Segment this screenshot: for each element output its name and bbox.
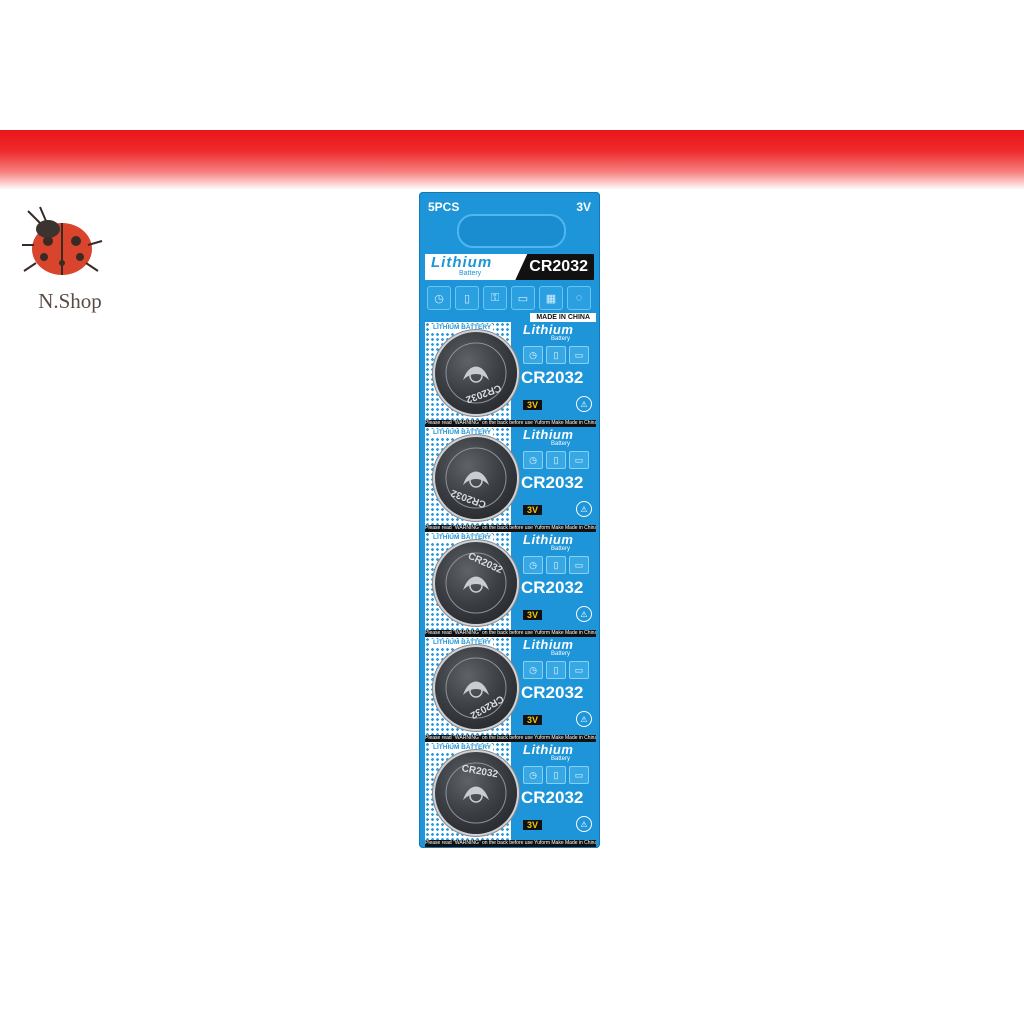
- header-red-band: [0, 130, 1024, 190]
- coin-emblem-icon: [445, 552, 507, 614]
- cell-voltage: 3V: [523, 610, 543, 620]
- battery-cell: LITHIUM BATTERY CR2032 Lithium Battery ◷…: [425, 742, 596, 847]
- laptop-icon: ▭: [511, 286, 535, 310]
- cell-model: CR2032: [521, 473, 584, 492]
- cell-device-icons: ◷ ▯ ▭: [523, 556, 589, 574]
- cell-brand-sub: Battery: [551, 441, 571, 447]
- cell-voltage: 3V: [523, 505, 543, 515]
- coin-battery: CR2032: [435, 542, 517, 624]
- card-header: 5PCS 3V Lithium Battery CR2032 ◷ ▯ ⚿ ▭ ▦…: [419, 192, 600, 322]
- cell-warning: Please read "WARNING" on the back before…: [425, 420, 596, 427]
- cell-model: CR2032: [521, 578, 584, 597]
- battery-blister-card: 5PCS 3V Lithium Battery CR2032 ◷ ▯ ⚿ ▭ ▦…: [419, 192, 600, 848]
- shop-name: N.Shop: [38, 289, 102, 313]
- watch-icon: ◷: [523, 346, 543, 364]
- cell-model: CR2032: [521, 683, 584, 702]
- coin-battery: CR2032: [435, 647, 517, 729]
- cell-label: LITHIUM BATTERY: [431, 744, 494, 751]
- cell-model: CR2032: [521, 368, 584, 387]
- remote-icon: ▯: [546, 661, 566, 679]
- cell-brand: Lithium: [523, 742, 574, 757]
- cell-device-icons: ◷ ▯ ▭: [523, 661, 589, 679]
- pack-voltage: 3V: [576, 200, 591, 214]
- battery-cell: LITHIUM BATTERY CR2032 Lithium Battery ◷…: [425, 427, 596, 532]
- calculator-icon: ▦: [539, 286, 563, 310]
- cell-brand-sub: Battery: [551, 546, 571, 552]
- child-warning-icon: ⚠: [576, 396, 592, 412]
- model-badge: CR2032: [515, 254, 594, 280]
- watch-icon: ◷: [523, 451, 543, 469]
- coin-battery: CR2032: [435, 752, 517, 834]
- cell-warning: Please read "WARNING" on the back before…: [425, 630, 596, 637]
- cell-device-icons: ◷ ▯ ▭: [523, 451, 589, 469]
- cell-info-panel: Lithium Battery ◷ ▯ ▭ CR2032 3V ⚠: [519, 637, 596, 735]
- cell-brand: Lithium: [523, 427, 574, 442]
- scale-icon: ◌: [567, 286, 591, 310]
- pack-count: 5PCS: [428, 200, 460, 214]
- cell-brand-sub: Battery: [551, 651, 571, 657]
- child-warning-icon: ⚠: [576, 606, 592, 622]
- watch-icon: ◷: [523, 661, 543, 679]
- laptop-icon: ▭: [569, 346, 589, 364]
- remote-icon: ▯: [546, 451, 566, 469]
- cell-info-panel: Lithium Battery ◷ ▯ ▭ CR2032 3V ⚠: [519, 742, 596, 840]
- coin-battery: CR2032: [435, 437, 517, 519]
- remote-icon: ▯: [546, 556, 566, 574]
- coin-emblem-icon: [445, 657, 507, 719]
- remote-icon: ▯: [546, 766, 566, 784]
- cell-model: CR2032: [521, 788, 584, 807]
- key-fob-icon: ⚿: [483, 286, 507, 310]
- coin-model-text: CR2032: [460, 762, 499, 780]
- brand-sub: Battery: [459, 270, 482, 277]
- cell-device-icons: ◷ ▯ ▭: [523, 346, 589, 364]
- cell-info-panel: Lithium Battery ◷ ▯ ▭ CR2032 3V ⚠: [519, 427, 596, 525]
- watch-icon: ◷: [427, 286, 451, 310]
- cell-info-panel: Lithium Battery ◷ ▯ ▭ CR2032 3V ⚠: [519, 532, 596, 630]
- laptop-icon: ▭: [569, 556, 589, 574]
- coin-battery: CR2032: [435, 332, 517, 414]
- coin-emblem-icon: [445, 762, 507, 824]
- made-in-label: MADE IN CHINA: [530, 313, 596, 322]
- device-icon-row: ◷ ▯ ⚿ ▭ ▦ ◌: [427, 286, 591, 310]
- cell-voltage: 3V: [523, 715, 543, 725]
- ladybug-icon: [22, 206, 103, 275]
- cell-warning: Please read "WARNING" on the back before…: [425, 840, 596, 847]
- cell-brand: Lithium: [523, 637, 574, 652]
- watch-icon: ◷: [523, 766, 543, 784]
- remote-icon: ▯: [455, 286, 479, 310]
- cell-device-icons: ◷ ▯ ▭: [523, 766, 589, 784]
- remote-icon: ▯: [546, 346, 566, 364]
- child-warning-icon: ⚠: [576, 711, 592, 727]
- battery-cell: LITHIUM BATTERY CR2032 Lithium Battery ◷…: [425, 532, 596, 637]
- cell-warning: Please read "WARNING" on the back before…: [425, 735, 596, 742]
- watch-icon: ◷: [523, 556, 543, 574]
- coin-emblem-icon: [445, 342, 507, 404]
- cell-warning: Please read "WARNING" on the back before…: [425, 525, 596, 532]
- child-warning-icon: ⚠: [576, 816, 592, 832]
- coin-emblem-icon: [445, 447, 507, 509]
- cell-label: LITHIUM BATTERY: [431, 639, 494, 646]
- cell-label: LITHIUM BATTERY: [431, 534, 494, 541]
- battery-cell: LITHIUM BATTERY CR2032 Lithium Battery ◷…: [425, 322, 596, 427]
- laptop-icon: ▭: [569, 766, 589, 784]
- battery-cell: LITHIUM BATTERY CR2032 Lithium Battery ◷…: [425, 637, 596, 742]
- cell-brand-sub: Battery: [551, 336, 571, 342]
- laptop-icon: ▭: [569, 661, 589, 679]
- cell-label: LITHIUM BATTERY: [431, 324, 494, 331]
- hang-hole: [457, 214, 566, 248]
- cell-brand: Lithium: [523, 532, 574, 547]
- cell-label: LITHIUM BATTERY: [431, 429, 494, 436]
- child-warning-icon: ⚠: [576, 501, 592, 517]
- laptop-icon: ▭: [569, 451, 589, 469]
- brand-name: Lithium: [431, 254, 493, 271]
- cell-brand: Lithium: [523, 322, 574, 337]
- shop-logo: N.Shop: [14, 205, 114, 315]
- cell-voltage: 3V: [523, 820, 543, 830]
- cell-voltage: 3V: [523, 400, 543, 410]
- cell-info-panel: Lithium Battery ◷ ▯ ▭ CR2032 3V ⚠: [519, 322, 596, 420]
- cell-brand-sub: Battery: [551, 756, 571, 762]
